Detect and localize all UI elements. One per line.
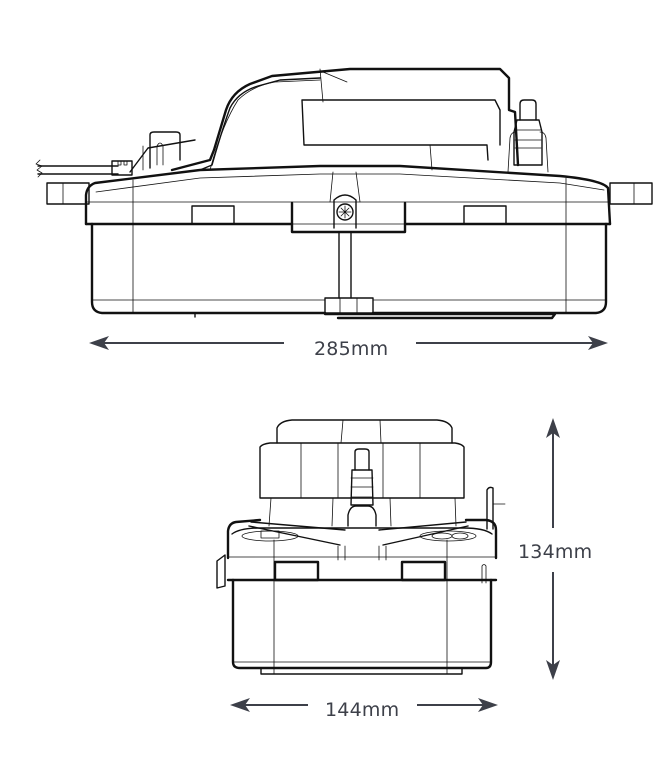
reservoir-tank — [90, 177, 608, 320]
side-width-label: 285mm — [312, 338, 391, 360]
mounting-flanges — [46, 182, 653, 205]
motor-housing — [170, 67, 520, 172]
end-view-svg — [216, 418, 560, 712]
outlet-nozzle — [507, 99, 549, 173]
float-bracket — [248, 521, 469, 561]
lid — [84, 164, 612, 234]
outlet-nozzle-end — [347, 448, 377, 527]
clip-bracket — [129, 131, 196, 173]
end-height-label: 134mm — [516, 541, 595, 563]
side-view-svg — [35, 67, 653, 350]
end-width-dimension-arrow — [230, 698, 498, 712]
motor-cap — [259, 419, 465, 527]
height-dimension-arrow — [546, 418, 560, 680]
side-view-drawing: 285mm — [0, 0, 669, 380]
screw-post — [324, 171, 374, 314]
reservoir-tank-end — [231, 539, 493, 675]
mounting-tab — [486, 486, 506, 530]
power-cable — [35, 159, 133, 178]
end-width-label: 144mm — [323, 699, 402, 721]
end-view-drawing: 134mm 144mm — [0, 380, 669, 770]
width-dimension-arrow — [89, 336, 608, 350]
lid-end — [216, 518, 498, 589]
